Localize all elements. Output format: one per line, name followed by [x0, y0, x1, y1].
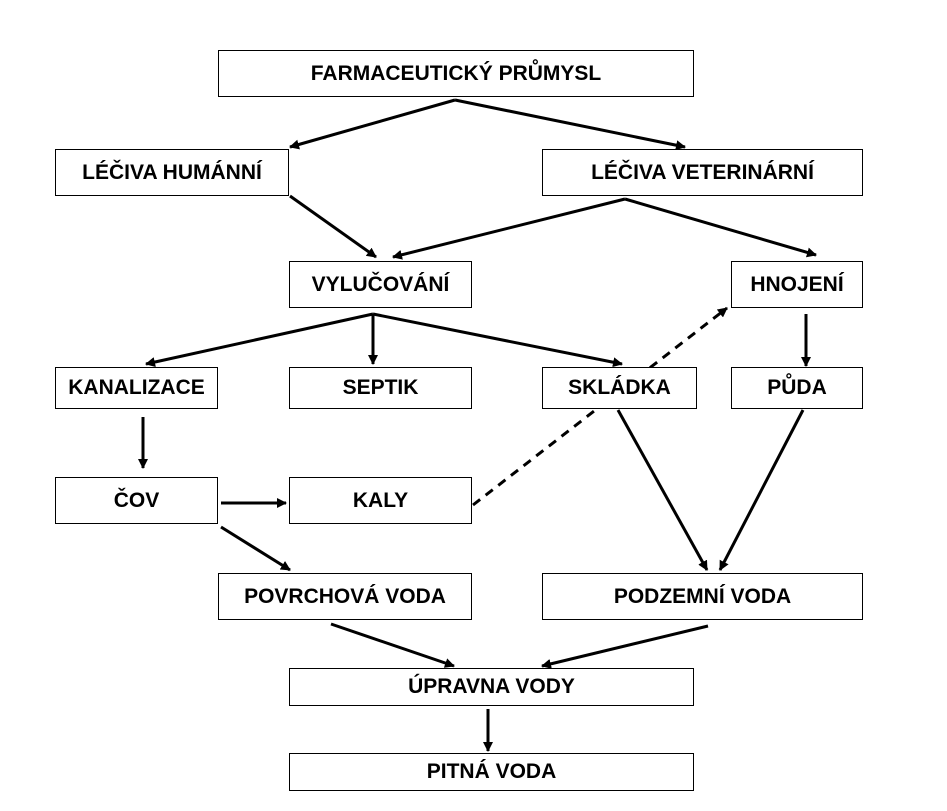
node-upravna-vody: ÚPRAVNA VODY — [289, 668, 694, 706]
node-hnojeni: HNOJENÍ — [731, 261, 863, 308]
arrow-leciva-humanni-to-vylucovani — [289, 194, 377, 259]
node-kanalizace: KANALIZACE — [55, 367, 218, 409]
arrow-povrchova-voda-to-upravna-vody — [330, 622, 455, 668]
node-farmaceuticky-prumysl: FARMACEUTICKÝ PRŮMYSL — [218, 50, 694, 97]
node-cov: ČOV — [55, 477, 218, 524]
node-skladka: SKLÁDKA — [542, 367, 697, 409]
arrow-leciva-veterinarni-to-hnojeni — [624, 197, 817, 258]
arrow-farmaceuticky-prumysl-to-leciva-veterinarni — [454, 98, 686, 151]
arrow-leciva-veterinarni-to-vylucovani — [392, 197, 626, 260]
node-podzemni-voda: PODZEMNÍ VODA — [542, 573, 863, 620]
arrow-cov-to-povrchova-voda — [220, 525, 291, 572]
arrow-podzemni-voda-to-upravna-vody — [541, 624, 709, 669]
node-puda: PŮDA — [731, 367, 863, 409]
arrow-vylucovani-to-kanalizace — [145, 312, 374, 367]
node-septik: SEPTIK — [289, 367, 472, 409]
arrow-puda-to-podzemni-voda — [718, 409, 805, 571]
node-pitna-voda: PITNÁ VODA — [289, 753, 694, 791]
node-kaly: KALY — [289, 477, 472, 524]
arrow-farmaceuticky-prumysl-to-leciva-humanni — [289, 98, 456, 150]
node-vylucovani: VYLUČOVÁNÍ — [289, 261, 472, 308]
arrow-vylucovani-to-skladka — [372, 312, 623, 368]
node-povrchova-voda: POVRCHOVÁ VODA — [218, 573, 472, 620]
node-leciva-humanni: LÉČIVA HUMÁNNÍ — [55, 149, 289, 196]
arrow-skladka-to-podzemni-voda — [616, 409, 709, 571]
node-leciva-veterinarni: LÉČIVA VETERINÁRNÍ — [542, 149, 863, 196]
